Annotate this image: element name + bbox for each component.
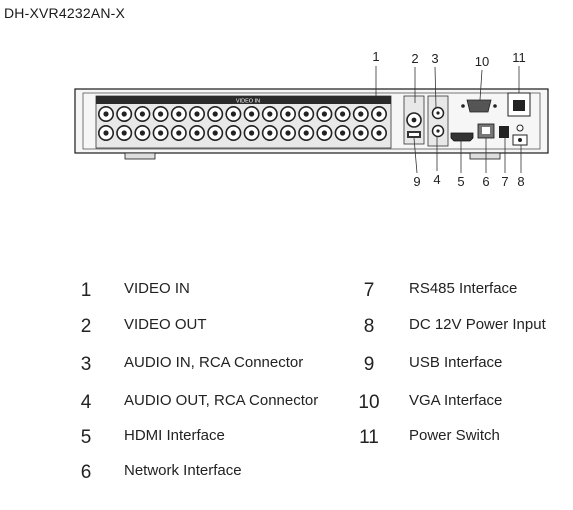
bnc-port-pin	[176, 130, 182, 136]
legend-number: 2	[80, 316, 92, 337]
bnc-port-pin	[249, 130, 255, 136]
vga-screw-right	[493, 104, 497, 108]
rs485-port	[499, 126, 509, 138]
audio-out-rca-pin	[436, 129, 440, 133]
bnc-port-pin	[230, 130, 236, 136]
bnc-port-pin	[376, 111, 382, 117]
bnc-port-pin	[303, 111, 309, 117]
legend-label: VIDEO OUT	[124, 316, 207, 333]
legend-label: Network Interface	[124, 462, 242, 479]
dc-power-pin	[518, 138, 522, 142]
bnc-port-pin	[376, 130, 382, 136]
bnc-port-pin	[103, 111, 109, 117]
legend-number: 9	[363, 354, 375, 375]
rear-ports	[403, 92, 531, 147]
bnc-port-pin	[176, 111, 182, 117]
callout-number-3: 3	[431, 51, 438, 66]
video-out-port-pin	[411, 117, 417, 123]
bnc-port-pin	[321, 111, 327, 117]
callout-number-2: 2	[411, 51, 418, 66]
callout-number-11: 11	[512, 50, 526, 65]
callout-number-10: 10	[475, 54, 489, 69]
callout-number-1: 1	[372, 49, 379, 64]
bnc-port-pin	[285, 130, 291, 136]
power-switch-rocker	[513, 100, 525, 111]
bnc-port-pin	[230, 111, 236, 117]
legend-number: 11	[359, 427, 379, 448]
bnc-port-pin	[121, 111, 127, 117]
bnc-port-pin	[285, 111, 291, 117]
legend-label: RS485 Interface	[409, 280, 518, 297]
legend-label: HDMI Interface	[124, 427, 225, 444]
legend-number: 7	[363, 280, 375, 301]
legend-label: AUDIO OUT, RCA Connector	[124, 392, 319, 409]
hdmi-port	[450, 132, 474, 142]
legend-number: 3	[80, 354, 92, 375]
callout-number-8: 8	[517, 174, 524, 189]
callout-number-5: 5	[457, 174, 464, 189]
ground-terminal	[516, 124, 524, 132]
bnc-port-pin	[303, 130, 309, 136]
bnc-port-pin	[340, 111, 346, 117]
legend-number: 6	[80, 462, 92, 483]
bnc-port-pin	[194, 130, 200, 136]
callout-line-3	[434, 66, 437, 109]
audio-in-rca-pin	[436, 111, 440, 115]
legend-label: VIDEO IN	[124, 280, 190, 297]
bnc-port-pin	[358, 130, 364, 136]
usb-port-slot	[409, 133, 419, 136]
legend-label: AUDIO IN, RCA Connector	[124, 354, 304, 371]
callout-leader-lines	[375, 66, 522, 174]
bnc-port-pin	[158, 111, 164, 117]
video-in-panel-label: VIDEO IN	[236, 99, 260, 105]
bnc-port-pin	[267, 111, 273, 117]
bnc-port-pin	[212, 111, 218, 117]
model-title: DH-XVR4232AN-X	[4, 5, 126, 21]
bnc-port-pin	[358, 111, 364, 117]
vga-port	[466, 99, 492, 113]
bnc-ports	[98, 106, 387, 142]
callout-line-9	[413, 137, 418, 174]
legend-number: 5	[80, 427, 92, 448]
callout-line-10	[479, 69, 483, 101]
bnc-port-pin	[121, 130, 127, 136]
vga-screw-left	[461, 104, 465, 108]
callout-number-9: 9	[413, 174, 420, 189]
audio-rca-block	[427, 95, 449, 147]
network-port-opening	[482, 127, 490, 134]
video-in-bnc-block: VIDEO IN	[95, 95, 392, 149]
callout-number-6: 6	[482, 174, 489, 189]
bnc-port-pin	[103, 130, 109, 136]
callout-number-4: 4	[433, 172, 440, 187]
bnc-port-pin	[158, 130, 164, 136]
bnc-port-pin	[340, 130, 346, 136]
legend-label: DC 12V Power Input	[409, 316, 546, 333]
legend-number: 8	[363, 316, 375, 337]
legend-number: 1	[80, 280, 92, 301]
bnc-port-pin	[139, 130, 145, 136]
bnc-port-pin	[321, 130, 327, 136]
legend-label: Power Switch	[409, 427, 500, 444]
callout-number-7: 7	[501, 174, 508, 189]
bnc-port-pin	[267, 130, 273, 136]
legend-number: 4	[80, 392, 92, 413]
legend-label: USB Interface	[409, 354, 503, 371]
bnc-port-pin	[194, 111, 200, 117]
legend-number: 10	[358, 392, 380, 413]
bnc-port-pin	[212, 130, 218, 136]
bnc-port-pin	[139, 111, 145, 117]
legend-label: VGA Interface	[409, 392, 503, 409]
bnc-port-pin	[249, 111, 255, 117]
